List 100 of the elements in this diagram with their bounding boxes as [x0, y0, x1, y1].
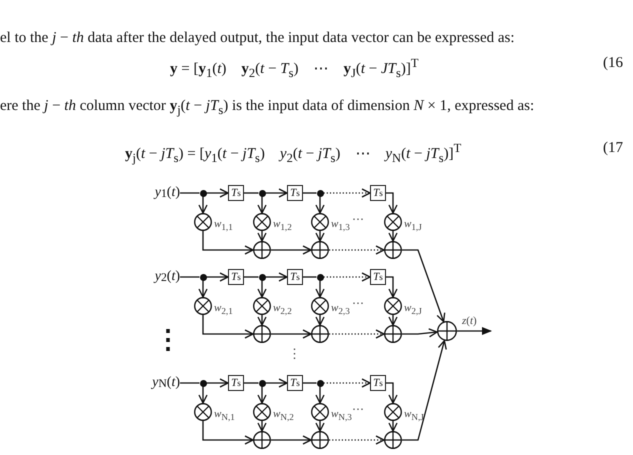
arrow — [202, 421, 254, 445]
tap-point — [200, 274, 206, 280]
arrow — [257, 315, 267, 326]
signal-line — [303, 192, 316, 194]
weight-label: w$_{N,2}$ — [273, 408, 294, 424]
edge-label: z(t) — [462, 315, 477, 327]
multiplier-symbol — [311, 297, 329, 315]
weight-label: w$_{2,3}$ — [331, 302, 350, 318]
signal-line — [303, 382, 316, 384]
adder-symbol — [384, 431, 402, 449]
arrow — [386, 276, 398, 298]
adder-symbol — [253, 431, 271, 449]
arrow — [202, 315, 254, 339]
arrow — [402, 249, 446, 322]
signal-line — [244, 382, 258, 384]
equation: y = [y$_{1}$(t) y$_{2}$(t − T$_{s}$) ⋯ y$_{J}$(t − JT$_{s}$)]$^{T}$ — [170, 55, 419, 82]
weight-label: w$_{N,1}$ — [214, 408, 235, 424]
arrow — [198, 280, 208, 298]
signal-line — [244, 192, 258, 194]
arrow — [386, 382, 398, 404]
ellipsis: ⋯ — [352, 296, 364, 310]
arrow — [388, 421, 398, 432]
arrow — [266, 378, 288, 388]
multiplier-symbol — [194, 297, 212, 315]
output-arrow — [457, 327, 492, 335]
arrow — [257, 421, 267, 432]
arrow — [257, 386, 267, 404]
arrow — [266, 272, 288, 282]
equation-number: (16 — [603, 54, 623, 72]
arrow — [257, 231, 267, 242]
arrow — [257, 196, 267, 214]
arrow — [324, 188, 371, 198]
weight-label: w$_{1,J}$ — [404, 218, 422, 234]
arrow — [388, 315, 398, 326]
multiplier-symbol — [384, 403, 402, 421]
weight-label: w$_{1,3}$ — [331, 218, 350, 234]
arrow — [402, 328, 438, 338]
signal-line — [180, 192, 200, 194]
arrow — [329, 245, 385, 255]
weight-label: w$_{2,1}$ — [214, 302, 233, 318]
weight-label: w$_{1,2}$ — [273, 218, 292, 234]
arrow — [271, 245, 312, 255]
vertical-ellipsis: ⋮ — [155, 326, 181, 354]
arrow — [402, 340, 447, 441]
arrow — [257, 280, 267, 298]
multiplier-symbol — [311, 403, 329, 421]
weight-label: w$_{2,2}$ — [273, 302, 292, 318]
arrow — [329, 329, 385, 339]
adder-symbol — [311, 241, 329, 259]
signal-line — [244, 276, 258, 278]
arrow — [206, 378, 229, 388]
arrow — [271, 435, 312, 445]
arrow — [266, 188, 288, 198]
arrow — [202, 231, 254, 255]
arrow — [386, 192, 398, 214]
arrow — [315, 196, 325, 214]
tap-point — [200, 380, 206, 386]
multiplier-symbol — [194, 403, 212, 421]
multiplier-symbol — [253, 297, 271, 315]
arrow — [206, 272, 229, 282]
multiplier-symbol — [384, 213, 402, 231]
arrow — [315, 231, 325, 242]
arrow — [329, 435, 385, 445]
ellipsis: ⋯ — [352, 212, 364, 226]
adder-symbol — [384, 241, 402, 259]
signal-line — [303, 276, 316, 278]
arrow — [271, 329, 312, 339]
arrow — [198, 386, 208, 404]
arrow — [324, 378, 371, 388]
arrow — [324, 272, 371, 282]
arrow — [315, 421, 325, 432]
multiplier-symbol — [253, 403, 271, 421]
adder-symbol — [384, 325, 402, 343]
equation: y$_{j}$(t − jT$_{s}$) = [y$_{1}$(t − jT$_{s}$) y$_{2}$(t − jT$_{s}$) ⋯ y$_{N}$(t − jT$_{s}$)]$^{T}$ — [125, 140, 462, 167]
signal-line — [180, 382, 200, 384]
weight-label: w$_{N,J}$ — [404, 408, 424, 424]
adder-symbol — [311, 431, 329, 449]
multiplier-symbol — [384, 297, 402, 315]
body-text: ere the j − th column vector y$_{j}$(t − jT$_{s}$) is the input data of dimension N × 1, expressed as: — [0, 97, 534, 119]
arrow — [388, 231, 398, 242]
tap-point — [200, 190, 206, 196]
tap-point — [258, 274, 266, 280]
tap-point — [258, 190, 266, 196]
tap-point — [316, 380, 324, 386]
vertical-ellipsis: ⋮ — [288, 346, 301, 361]
ellipsis: ⋯ — [352, 402, 364, 416]
adder-symbol — [253, 241, 271, 259]
tap-point — [258, 380, 266, 386]
arrow — [206, 188, 229, 198]
body-text: el to the j − th data after the delayed output, the input data vector can be expressed as: — [0, 29, 515, 47]
multiplier-symbol — [311, 213, 329, 231]
equation-number: (17 — [603, 139, 623, 157]
adder-symbol — [437, 321, 457, 341]
multiplier-symbol — [253, 213, 271, 231]
weight-label: w$_{1,1}$ — [214, 218, 233, 234]
adder-symbol — [311, 325, 329, 343]
weight-label: w$_{N,3}$ — [331, 408, 352, 424]
arrow — [315, 280, 325, 298]
signal-line — [180, 276, 200, 278]
arrow — [198, 196, 208, 214]
